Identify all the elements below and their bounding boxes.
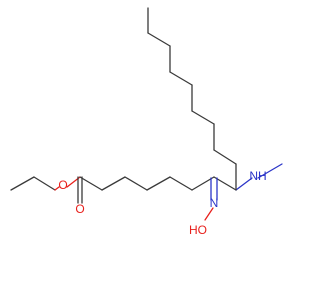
bond-chain-3: [124, 176, 148, 191]
bond-oxime-carbon-to-center: [213, 176, 237, 191]
bond-oxime-oxygen: [204, 207, 214, 221]
carbonyl-oxygen-label: O: [75, 202, 84, 216]
chemical-structure-diagram: O O N HO NH: [10, 7, 283, 237]
bond-chain-5: [169, 176, 193, 191]
bond-chain-4: [146, 176, 171, 191]
bond-ethyl-oxygen: [54, 186, 60, 191]
bond-ethyl-1: [10, 176, 35, 191]
bond-alkyl-2: [213, 149, 237, 165]
bond-chain-6: [191, 176, 215, 191]
bond-alkyl-6: [169, 71, 193, 86]
bond-chain-2: [101, 176, 126, 191]
hydroxyl-label: HO: [189, 223, 207, 237]
bond-alkyl-8: [147, 32, 171, 47]
bond-ethyl-2: [33, 176, 56, 191]
oxime-nitrogen-label: N: [210, 196, 219, 210]
atom-labels: O O N HO NH: [58, 169, 266, 237]
ester-oxygen-label: O: [58, 178, 67, 192]
bond-alkyl-4: [191, 110, 215, 125]
bond-amine-to-center: [235, 177, 253, 191]
bond-lines: [10, 7, 283, 221]
amine-label: NH: [249, 169, 266, 183]
bond-amine-methyl: [257, 163, 283, 179]
bond-chain-1: [79, 176, 103, 191]
